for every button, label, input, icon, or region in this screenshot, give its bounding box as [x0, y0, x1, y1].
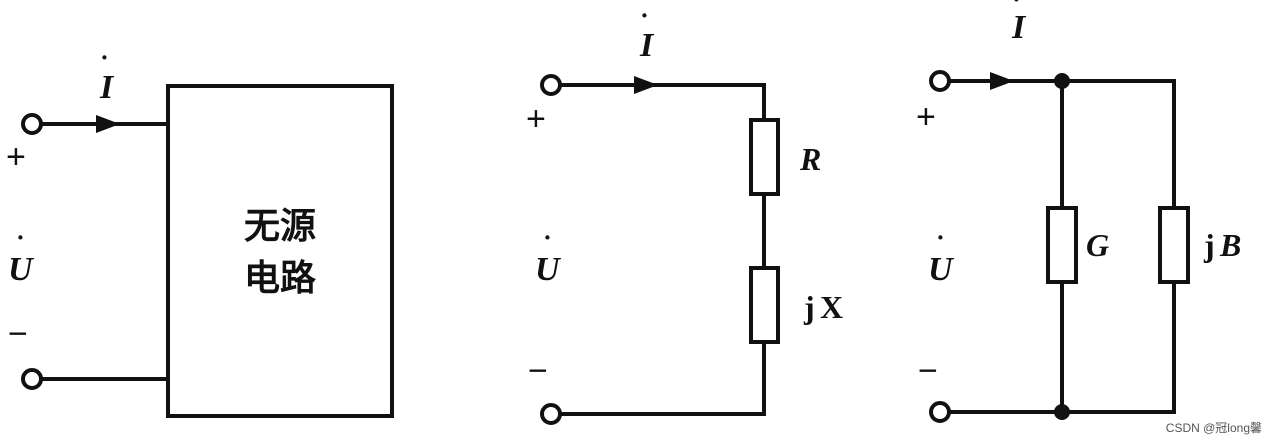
plus-sign: +: [526, 100, 546, 138]
voltage-phasor-dot: ·: [17, 223, 24, 252]
voltage-label: U: [535, 251, 562, 288]
susceptance-label-b: B: [1219, 227, 1241, 263]
susceptance-label-j: j: [1203, 227, 1215, 263]
reactance-label-x: X: [820, 289, 843, 325]
conductance-label: G: [1086, 227, 1109, 263]
box-text-line2: 电路: [244, 258, 317, 299]
conductance-g: [1046, 206, 1078, 284]
minus-sign: −: [528, 352, 548, 390]
junction-node-top: [1054, 73, 1070, 89]
plus-sign: +: [916, 98, 936, 136]
current-phasor-dot: ·: [101, 43, 108, 72]
junction-node-bottom: [1054, 404, 1070, 420]
resistor-label: R: [799, 141, 821, 177]
passive-network-diagram: I · + U · − 无源 电路: [6, 43, 394, 418]
resistor-r: [749, 118, 780, 196]
voltage-label: U: [8, 251, 35, 288]
input-terminal-top: [929, 70, 951, 92]
current-arrowhead: [990, 72, 1014, 90]
current-arrowhead: [634, 76, 658, 94]
current-phasor-dot: ·: [1013, 0, 1020, 14]
current-label: I: [639, 27, 655, 64]
current-label: I: [99, 69, 115, 106]
box-text-line1: 无源: [244, 206, 316, 247]
watermark-text: CSDN @冠long馨: [1166, 420, 1262, 435]
reactance-label-j: j: [803, 289, 815, 325]
voltage-label: U: [928, 251, 955, 288]
voltage-phasor-dot: ·: [937, 223, 944, 252]
input-terminal-top: [540, 74, 562, 96]
current-label: I: [1011, 9, 1027, 46]
current-phasor-dot: ·: [641, 1, 648, 30]
passive-network-box: [166, 84, 394, 418]
susceptance-b: [1158, 206, 1190, 284]
reactance-x: [749, 266, 780, 344]
input-terminal-bottom: [929, 401, 951, 423]
voltage-phasor-dot: ·: [544, 223, 551, 252]
current-arrowhead: [96, 115, 120, 133]
input-terminal-bottom: [540, 403, 562, 425]
input-terminal-top: [21, 113, 43, 135]
minus-sign: −: [8, 315, 28, 353]
series-rx-diagram: I · + U · − R j X: [526, 1, 843, 425]
plus-sign: +: [6, 138, 26, 176]
parallel-gb-diagram: I · + U · − G j B: [916, 0, 1241, 423]
input-terminal-bottom: [21, 368, 43, 390]
minus-sign: −: [918, 352, 938, 390]
